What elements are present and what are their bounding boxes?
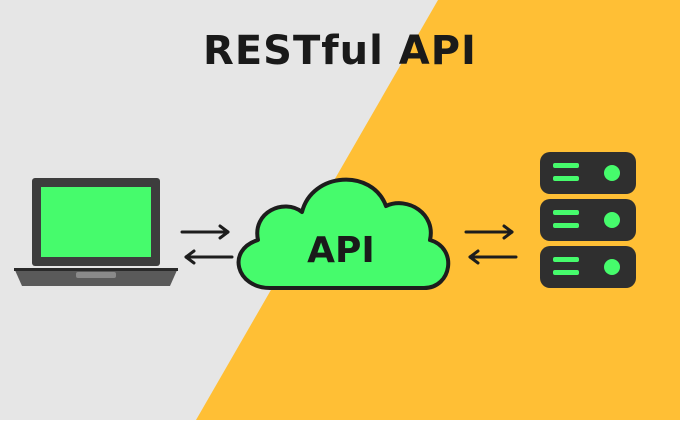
bidirectional-arrows-icon xyxy=(180,224,234,265)
arrow-right-head xyxy=(218,224,230,240)
arrow-left-head xyxy=(468,249,480,265)
laptop-hinge xyxy=(14,268,178,271)
cloud-label: API xyxy=(307,230,375,271)
server-unit xyxy=(540,152,636,194)
laptop-icon xyxy=(14,178,178,286)
arrow-left-head xyxy=(184,249,196,265)
arrow-right-head xyxy=(502,224,514,240)
server-unit xyxy=(540,246,636,288)
cloud-icon: API xyxy=(236,177,451,290)
page-title: RESTful API xyxy=(203,28,477,74)
server-rack-icon xyxy=(540,152,636,288)
bidirectional-arrows-icon xyxy=(464,224,518,265)
server-unit xyxy=(540,199,636,241)
laptop-screen xyxy=(41,187,151,257)
right-background xyxy=(196,0,680,420)
laptop-trackpad xyxy=(76,272,116,278)
